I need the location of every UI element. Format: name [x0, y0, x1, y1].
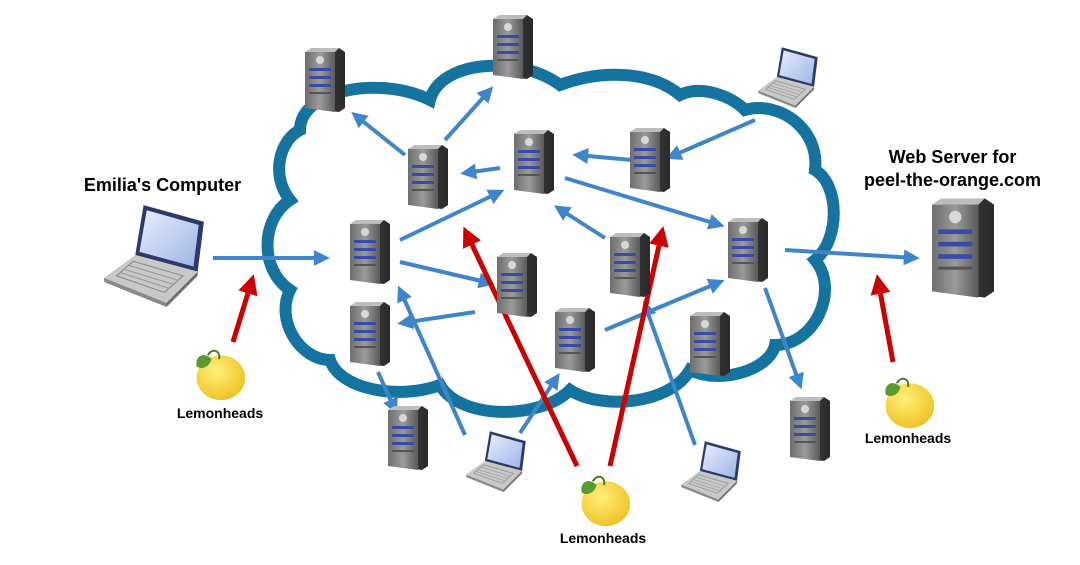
web-server-icon	[932, 198, 994, 298]
lemon-icon	[580, 475, 632, 528]
server-icon	[493, 15, 533, 79]
emilia-laptop-icon	[103, 204, 205, 308]
server-icon	[350, 220, 390, 284]
server-label-line1: Web Server for	[888, 147, 1017, 167]
server-icon	[350, 302, 390, 366]
spy-label-left: Lemonheads	[176, 405, 264, 421]
server-icon	[497, 253, 537, 317]
routing-arrows	[213, 86, 920, 446]
lemon-icon	[195, 349, 247, 402]
server-icon	[728, 218, 768, 282]
laptop-icon	[757, 46, 819, 109]
server-icon	[790, 397, 830, 461]
server-icon	[514, 130, 554, 194]
network-cloud	[261, 59, 840, 418]
server-icon	[408, 145, 448, 209]
lemon-icon	[884, 377, 936, 430]
interception-arrows	[230, 226, 896, 468]
client-label: Emilia's Computer	[83, 175, 242, 195]
spy-label-right: Lemonheads	[864, 430, 952, 446]
server-icon	[555, 308, 595, 372]
server-icon	[690, 312, 730, 376]
server-label-line2: peel-the-orange.com	[863, 170, 1042, 190]
server-icon	[388, 406, 428, 470]
laptop-icon	[465, 430, 527, 493]
laptop-icon	[680, 440, 742, 503]
server-icon	[630, 128, 670, 192]
server-icon	[610, 233, 650, 297]
spy-label-middle: Lemonheads	[559, 530, 647, 546]
server-icon	[305, 48, 345, 112]
